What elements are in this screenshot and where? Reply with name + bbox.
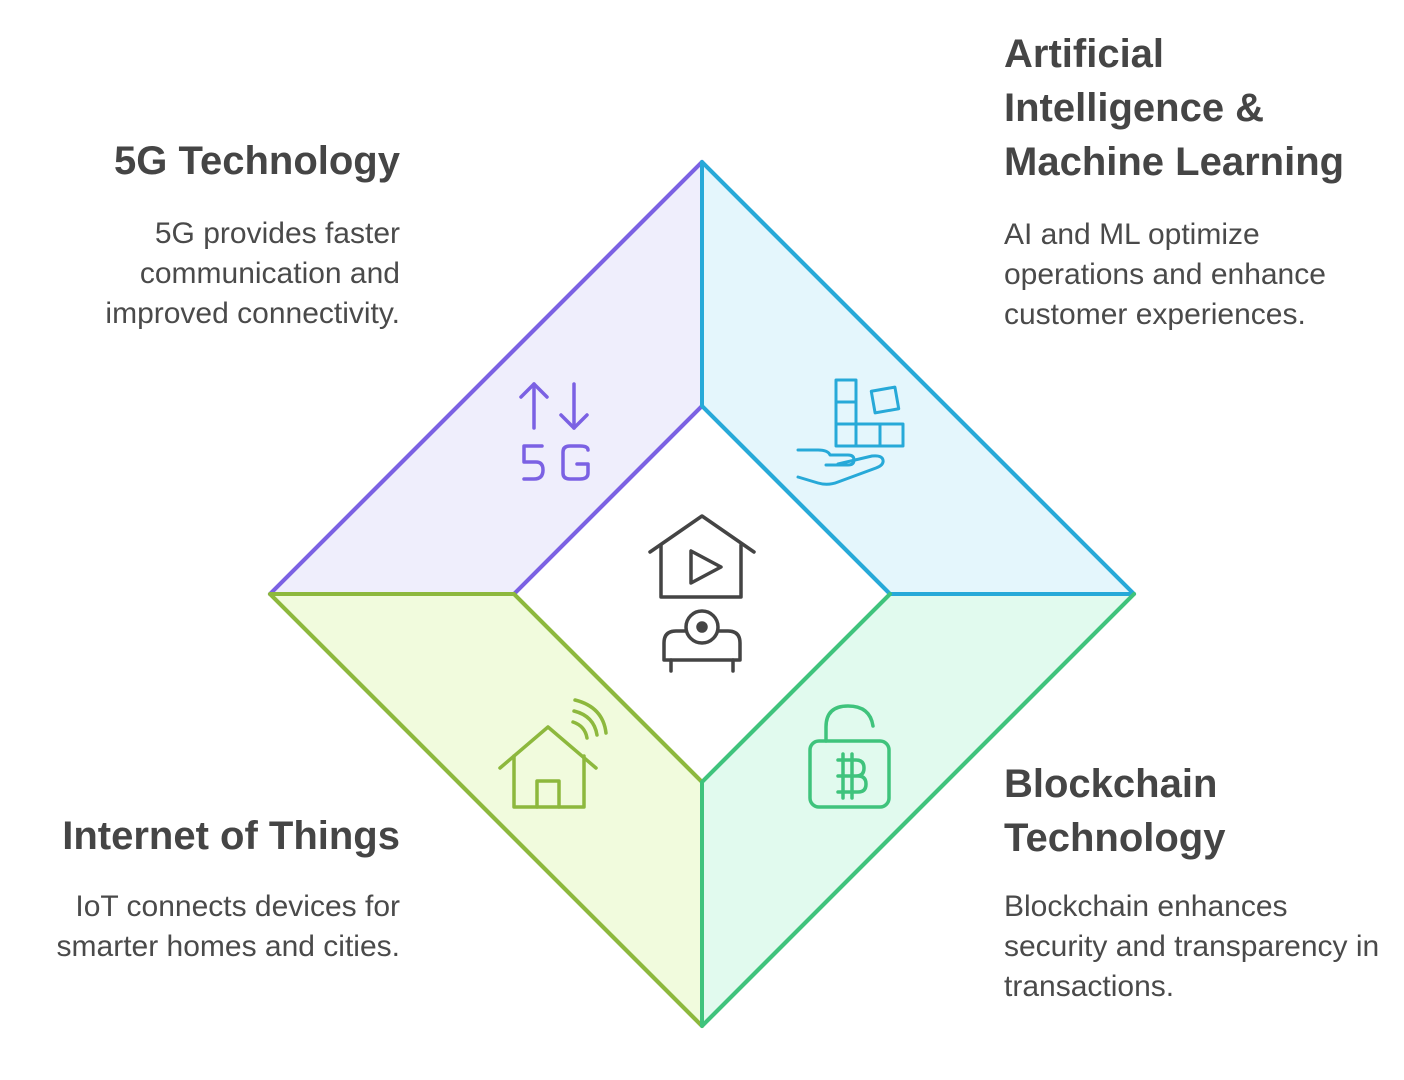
section-blockchain: Blockchain Technology Blockchain enhance… — [1004, 757, 1394, 1007]
5g-signal-icon — [519, 382, 590, 481]
bitcoin-lock-icon — [808, 704, 891, 809]
section-title-blockchain: Blockchain Technology — [1004, 762, 1226, 860]
section-5g: 5G Technology 5G provides faster communi… — [40, 134, 400, 334]
section-description-blockchain: Blockchain enhances security and transpa… — [1004, 890, 1380, 1003]
hand-holding-blocks-icon — [796, 378, 905, 486]
smart-home-icon — [498, 698, 608, 809]
home-theater-icon — [648, 514, 756, 673]
section-ai: Artificial Intelligence & Machine Learni… — [1004, 27, 1394, 335]
section-title-iot: Internet of Things — [62, 814, 400, 858]
section-description-5g: 5G provides faster communication and imp… — [105, 217, 400, 330]
section-description-iot: IoT connects devices for smarter homes a… — [56, 890, 400, 963]
section-iot: Internet of Things IoT connects devices … — [20, 809, 400, 967]
section-title-ai: Artificial Intelligence & Machine Learni… — [1004, 32, 1345, 184]
section-description-ai: AI and ML optimize operations and enhanc… — [1004, 218, 1326, 331]
section-title-5g: 5G Technology — [114, 139, 400, 183]
